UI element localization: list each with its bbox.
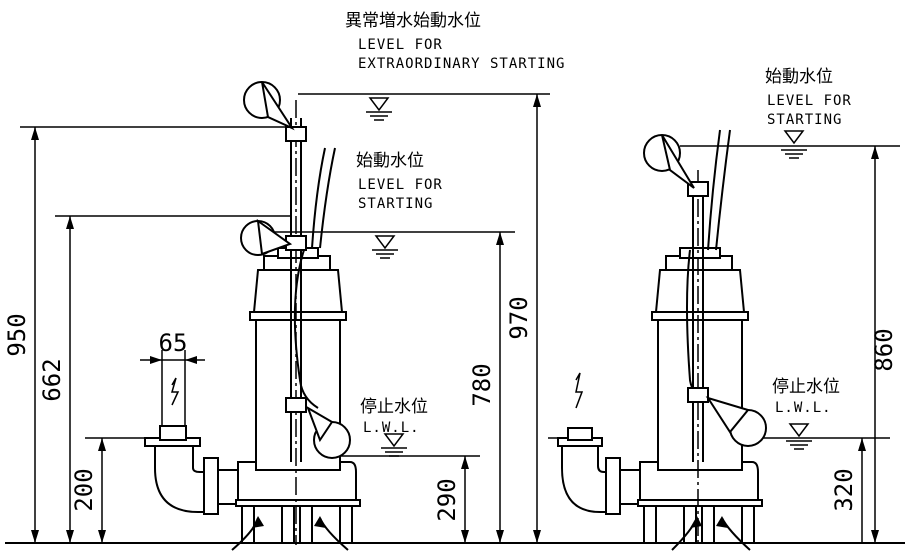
label-start-left-en1: LEVEL FOR [358,177,443,193]
label-stop-left-en: L.W.L. [363,420,420,436]
float-stop [306,405,351,459]
right-float-stop [705,396,767,447]
float-extraordinary [243,81,295,131]
motor-band [249,311,347,321]
right-side-pipe [619,469,641,505]
dim-65-text: 65 [159,329,188,357]
label-extraordinary-jp: 異常増水始動水位 [345,11,481,31]
right-base-plate [637,499,763,507]
label-start-right-en2: STARTING [767,112,842,128]
pipe-break-symbol [171,377,180,406]
clamp-top [285,126,307,142]
leg-2 [281,505,295,544]
dim-780-text: 780 [468,363,496,406]
label-start-right-jp: 始動水位 [765,67,833,87]
clamp-low [285,397,307,413]
label-stop-left-jp: 停止水位 [360,397,428,417]
right-discharge-elbow [561,445,613,513]
right-pipe-break-symbol [575,372,584,409]
label-start-right-en1: LEVEL FOR [767,93,852,109]
leg-4 [339,505,353,544]
side-flange [203,457,219,515]
left-stop-water-symbol [381,433,407,457]
dim-290-text: 290 [433,478,461,521]
right-motor-top [654,269,746,313]
dim-320-text: 320 [830,468,858,511]
label-extraordinary-en1: LEVEL FOR [358,37,443,53]
dim-662-text: 662 [38,358,66,401]
left-extraordinary-water-symbol [366,97,392,121]
right-cable-2 [715,129,731,251]
cable-1 [311,147,326,249]
right-motor-band [651,311,749,321]
right-float-start [643,134,695,189]
left-pump: 異常増水始動水位 LEVEL FOR EXTRAORDINARY STARTIN… [3,11,565,551]
right-cable-1 [707,129,721,251]
base-plate [235,499,361,507]
right-side-flange [605,457,621,515]
right-start-water-symbol [781,130,807,159]
right-pump: 始動水位 LEVEL FOR STARTING 停止水位 L.W.L. 860 … [545,67,905,551]
right-stop-water-symbol [786,423,812,450]
label-stop-right-en: L.W.L. [775,400,832,416]
leg-3 [299,505,313,544]
right-volute-casing [639,461,759,501]
right-leg-3 [701,505,715,544]
dim-970-text: 970 [505,296,533,339]
left-start-water-symbol [372,235,398,259]
float-cable [293,249,319,409]
dim-200-text: 200 [70,468,98,511]
side-pipe [217,469,239,505]
label-stop-right-jp: 停止水位 [772,377,840,397]
right-cable-entry [679,247,721,259]
leg-1 [241,505,255,544]
volute-casing [237,461,357,501]
float-start [240,218,293,256]
label-start-left-en2: STARTING [358,196,433,212]
right-clamp-low [687,387,709,403]
label-start-left-jp: 始動水位 [356,151,424,171]
label-extraordinary-en2: EXTRAORDINARY STARTING [358,56,565,72]
right-leg-4 [741,505,755,544]
discharge-flange-neck [159,425,187,441]
dim-950-text: 950 [3,313,31,356]
discharge-elbow [154,445,211,513]
cable-2 [319,147,336,249]
right-flange-neck [567,427,593,441]
dim-860-text: 860 [870,328,898,371]
right-leg-1 [643,505,657,544]
